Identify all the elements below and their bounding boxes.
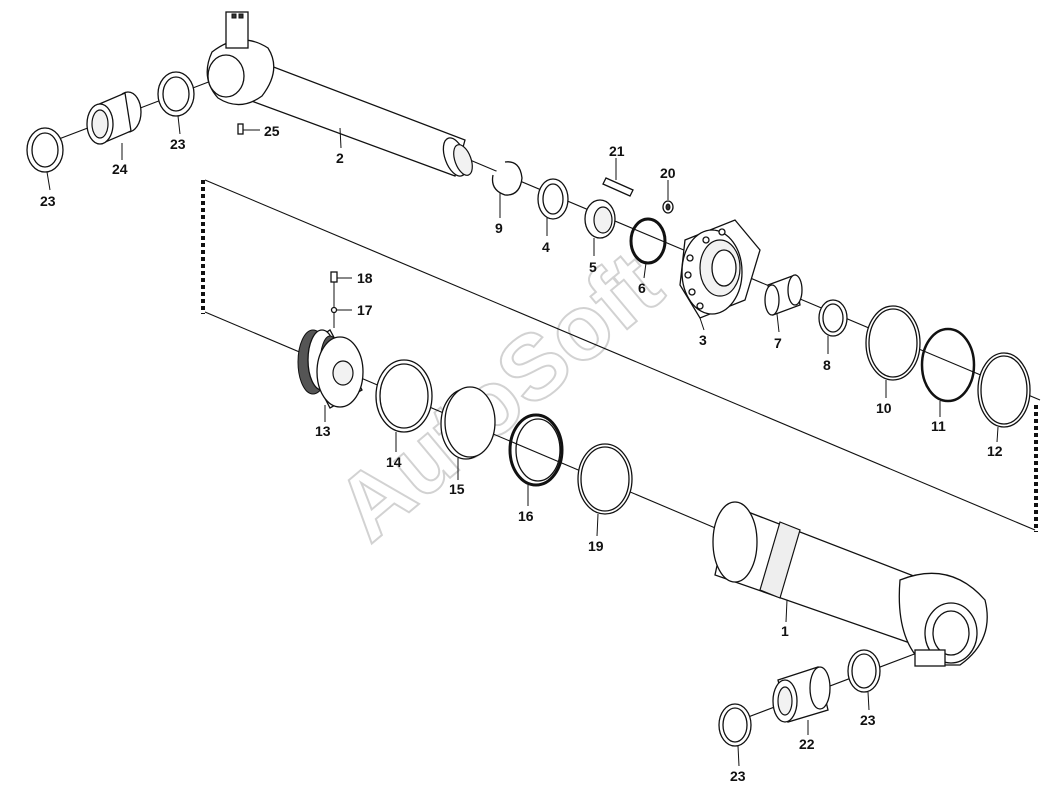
part-2-piston-rod <box>206 11 473 177</box>
part-21-bolt <box>602 158 634 197</box>
label-part-15: 15 <box>449 481 465 497</box>
label-part-11: 11 <box>931 418 946 434</box>
part-24-bushing <box>86 91 142 145</box>
label-part-13: 13 <box>315 423 331 439</box>
label-part-6: 6 <box>638 280 646 296</box>
part-5-seal <box>584 199 616 239</box>
label-part-3: 3 <box>699 332 707 348</box>
part-4-ring <box>537 178 569 220</box>
label-part-20: 20 <box>660 165 676 181</box>
part-10-ring <box>865 305 921 381</box>
label-part-23-bottom-left: 23 <box>730 768 746 784</box>
label-part-7: 7 <box>774 335 782 351</box>
label-part-5: 5 <box>589 259 597 275</box>
label-part-12: 12 <box>987 443 1003 459</box>
part-23-seal-ring-top-right <box>157 71 195 117</box>
leader-lines <box>46 115 999 767</box>
label-part-23-top-right: 23 <box>170 136 186 152</box>
part-17-ball <box>330 282 352 328</box>
label-part-10: 10 <box>876 400 892 416</box>
label-part-17: 17 <box>357 302 373 318</box>
label-part-24: 24 <box>112 161 128 177</box>
part-23-seal-ring-bottom-right <box>847 649 881 693</box>
label-part-23-bottom-right: 23 <box>860 712 876 728</box>
part-14-ring <box>375 359 433 433</box>
part-18-screw <box>330 271 352 283</box>
part-15-ring <box>440 386 496 460</box>
label-part-23-top-left: 23 <box>40 193 56 209</box>
part-3-cylinder-head <box>679 219 761 319</box>
label-part-22: 22 <box>799 736 815 752</box>
part-25-grease-nipple <box>237 123 260 135</box>
part-9-snap-ring <box>491 161 523 196</box>
part-7-bushing <box>764 274 803 316</box>
part-1-cylinder-tube <box>712 501 988 667</box>
part-8-ring <box>818 299 848 337</box>
part-22-bushing <box>772 666 831 723</box>
label-part-18: 18 <box>357 270 373 286</box>
axis-line-dashed-frame <box>204 179 1036 531</box>
label-part-16: 16 <box>518 508 534 524</box>
label-part-2: 2 <box>336 150 344 166</box>
label-part-8: 8 <box>823 357 831 373</box>
label-part-1: 1 <box>781 623 789 639</box>
part-20-washer <box>662 180 674 214</box>
label-part-21: 21 <box>609 143 625 159</box>
part-11-ring <box>920 327 976 403</box>
label-part-19: 19 <box>588 538 604 554</box>
part-16-ring <box>508 413 564 487</box>
label-part-14: 14 <box>386 454 402 470</box>
part-23-seal-ring-top-left <box>26 127 64 173</box>
part-23-seal-ring-bottom-left <box>718 703 752 747</box>
label-part-25: 25 <box>264 123 280 139</box>
part-6-o-ring <box>629 217 667 265</box>
label-part-4: 4 <box>542 239 550 255</box>
part-19-ring <box>577 443 633 515</box>
part-13-piston <box>297 329 364 409</box>
part-12-ring <box>977 352 1031 428</box>
label-part-9: 9 <box>495 220 503 236</box>
